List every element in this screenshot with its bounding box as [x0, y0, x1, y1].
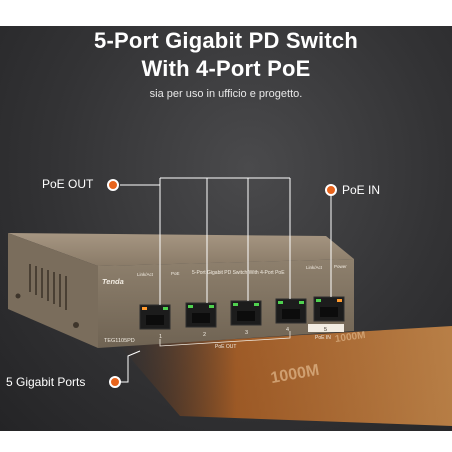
poe-out-bracket: [159, 331, 291, 347]
port-number-5: 5: [324, 327, 327, 333]
poe-led: [209, 305, 214, 308]
mounting-screw: [73, 322, 79, 328]
poe-in-tag: PoE IN: [315, 335, 331, 341]
power-led: [337, 299, 342, 302]
port-5-number-box: [308, 324, 344, 332]
port-number-3: 3: [245, 330, 248, 336]
headline-line-1: 5-Port Gigabit PD Switch: [94, 28, 358, 53]
link-led: [278, 301, 283, 304]
poe-out-marker: [107, 179, 119, 191]
label-link-act-left: Link/Act: [137, 272, 154, 277]
poe-led: [163, 307, 168, 310]
port-1: [139, 304, 171, 330]
headline-subtitle: sia per uso in ufficio e progetto.: [149, 88, 303, 100]
link-led: [142, 307, 147, 310]
switch-top-surface: [8, 233, 354, 266]
port-2: [185, 302, 217, 328]
port-number-1: 1: [159, 334, 162, 340]
label-link-act-right: Link/Act: [306, 265, 323, 270]
port-number-4: 4: [286, 327, 289, 333]
light-streak: [120, 326, 452, 426]
device-panel-label: 5-Port Gigabit PD Switch With 4-Port PoE: [192, 270, 285, 276]
product-banner: 5-Port Gigabit PD Switch With 4-Port PoE…: [0, 26, 452, 431]
port-3: [230, 300, 262, 326]
poe-out-label: PoE OUT: [42, 177, 94, 191]
link-led: [316, 299, 321, 302]
gigabit-ports-marker: [109, 376, 121, 388]
port-number-2: 2: [203, 332, 206, 338]
poe-led: [299, 301, 304, 304]
switch-illustration: 1000M 1000M Tenda Link/Act PoE 5-Port Gi…: [8, 177, 452, 426]
poe-in-marker: [325, 184, 337, 196]
link-led: [188, 305, 193, 308]
gigabit-callout-line: [120, 350, 141, 383]
gigabit-ports-label: 5 Gigabit Ports: [6, 375, 86, 389]
port-4: [275, 298, 307, 324]
port-5: [313, 296, 345, 322]
mounting-screw: [15, 293, 21, 299]
poe-out-callout-lines: [120, 177, 291, 305]
poe-out-tag: PoE OUT: [215, 344, 236, 350]
label-poe: PoE: [171, 271, 180, 276]
poe-in-label: PoE IN: [342, 183, 381, 197]
floor-speed-text-back: 1000M: [334, 330, 366, 345]
model-number: TEG1105PD: [104, 338, 135, 344]
ethernet-ports: [139, 296, 345, 330]
brand-logo: Tenda: [102, 277, 124, 286]
vent-slits: [29, 264, 67, 310]
headline-line-2: With 4-Port PoE: [141, 56, 311, 81]
label-power: Power: [334, 264, 347, 269]
link-led: [233, 303, 238, 306]
poe-led: [254, 303, 259, 306]
